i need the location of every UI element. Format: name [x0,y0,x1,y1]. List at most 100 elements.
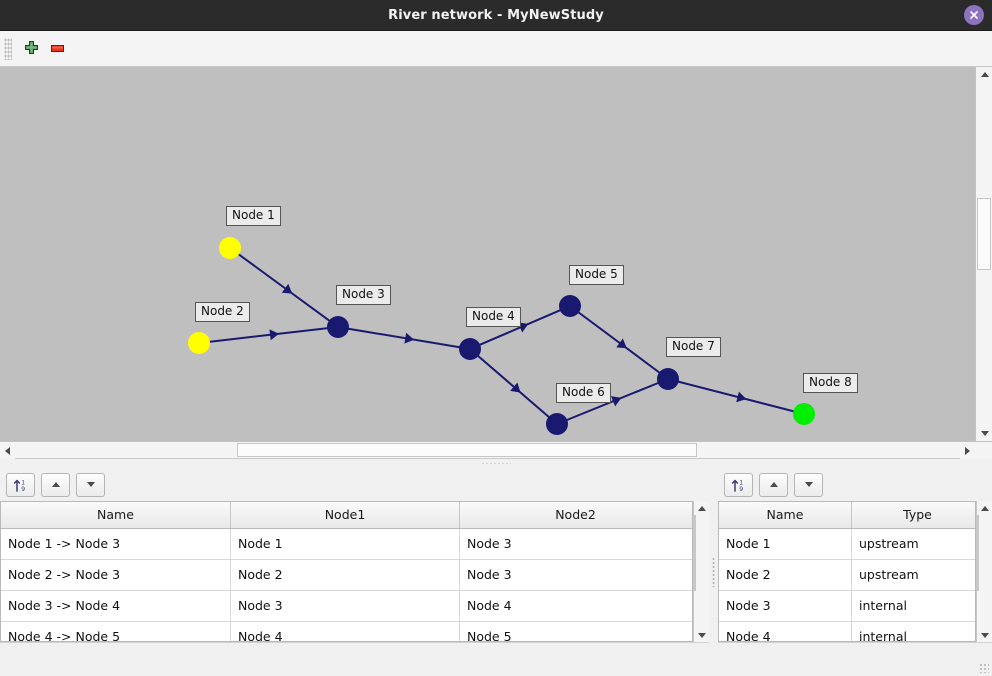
graph-node[interactable] [327,316,349,338]
node-move-up-button[interactable] [759,472,788,497]
table-cell[interactable]: internal [859,629,907,641]
column-header[interactable]: Node1 [231,502,460,528]
scroll-down-button[interactable] [976,426,992,441]
node-label[interactable]: Node 1 [226,206,281,226]
table-cell[interactable]: Node 3 [467,536,512,551]
branch-move-up-button[interactable] [41,472,70,497]
vertical-scroll-track[interactable] [976,82,992,426]
table-cell[interactable]: Node 4 [467,598,512,613]
scroll-up-button[interactable] [977,501,992,515]
table-cell[interactable]: Node 2 [719,560,852,590]
scroll-right-button[interactable] [960,442,975,459]
table-cell[interactable]: Node 4 [719,622,852,641]
network-graph [188,237,815,435]
table-cell[interactable]: Node 1 [719,529,852,559]
graph-edge[interactable] [576,310,662,375]
graph-node[interactable] [459,338,481,360]
branch-sort-button[interactable]: 1 9 [6,472,35,497]
table-cell[interactable]: Node 5 [467,629,512,641]
graph-node[interactable] [559,295,581,317]
toolbar-grip[interactable] [4,37,12,60]
scroll-down-button[interactable] [977,628,992,642]
column-header[interactable]: Name [1,502,231,528]
table-cell[interactable]: Node 2 -> Node 3 [1,560,231,590]
graph-node[interactable] [546,413,568,435]
table-cell[interactable]: Node 3 [719,591,852,621]
graph-edge[interactable] [477,308,563,347]
vertical-scroll-thumb[interactable] [977,515,979,591]
node-table-scrollbar[interactable] [976,501,992,642]
scroll-up-button[interactable] [976,67,992,82]
svg-text:1: 1 [739,479,743,486]
table-cell[interactable]: upstream [859,567,919,582]
table-row[interactable]: Node 1 upstream [719,529,975,560]
node-label[interactable]: Node 2 [195,302,250,322]
node-label[interactable]: Node 3 [336,285,391,305]
triangle-left-icon [5,446,10,455]
graph-edge[interactable] [346,327,462,349]
table-cell[interactable]: Node 1 [231,529,460,559]
table-row[interactable]: Node 2 upstream [719,560,975,591]
vertical-scroll-thumb[interactable] [694,515,696,591]
scroll-down-button[interactable] [694,628,709,642]
table-cell[interactable]: Node 3 [231,591,460,621]
table-cell[interactable]: Node 2 [231,560,460,590]
graph-edge[interactable] [207,327,330,343]
table-cell[interactable]: Node 4 -> Node 5 [1,622,231,641]
column-header[interactable]: Node2 [555,507,596,522]
scroll-up-button[interactable] [694,501,709,515]
horizontal-scroll-thumb[interactable] [237,443,697,457]
branch-table-scrollbar[interactable] [693,501,709,642]
scroll-left-button[interactable] [0,442,15,459]
main-toolbar [0,31,992,67]
table-cell[interactable]: Node 1 -> Node 3 [1,529,231,559]
node-label[interactable]: Node 5 [569,265,624,285]
graph-edge[interactable] [564,381,661,422]
branch-move-down-button[interactable] [76,472,105,497]
close-button[interactable] [964,5,984,25]
node-status-bar [718,642,992,676]
graph-edge[interactable] [676,380,796,413]
column-header[interactable]: Name [719,502,852,528]
node-label[interactable]: Node 4 [466,307,521,327]
vertical-scroll-track[interactable] [977,515,992,628]
node-label[interactable]: Node 7 [666,337,721,357]
add-node-button[interactable] [18,36,44,62]
table-cell[interactable]: Node 3 -> Node 4 [1,591,231,621]
horizontal-splitter[interactable] [0,459,992,468]
canvas-horizontal-scrollbar[interactable] [0,441,992,459]
column-header[interactable]: Type [903,507,932,522]
graph-node[interactable] [657,368,679,390]
table-cell[interactable]: Node 3 [467,567,512,582]
graph-node[interactable] [188,332,210,354]
graph-node[interactable] [219,237,241,259]
add-node-icon [24,41,38,54]
table-row[interactable]: Node 3 internal [719,591,975,622]
node-label[interactable]: Node 6 [556,383,611,403]
canvas-vertical-scrollbar[interactable] [975,67,992,441]
table-row[interactable]: Node 4 internal [719,622,975,641]
graph-node[interactable] [793,403,815,425]
table-cell[interactable]: internal [859,598,907,613]
table-cell[interactable]: upstream [859,536,919,551]
node-label[interactable]: Node 8 [803,373,858,393]
vertical-scroll-thumb[interactable] [977,198,991,270]
graph-edge[interactable] [236,252,332,323]
graph-edge[interactable] [476,354,551,419]
vertical-scroll-track[interactable] [694,515,709,628]
window-resize-grip[interactable] [979,663,989,673]
remove-node-button[interactable] [44,36,70,62]
node-move-down-button[interactable] [794,472,823,497]
vertical-splitter[interactable] [709,468,718,676]
edge-arrow-icon [616,338,627,349]
node-sort-button[interactable]: 1 9 [724,472,753,497]
river-network-canvas[interactable]: Node 1 Node 2 Node 3 Node 4 Node 5 Node 6 Node… [0,67,975,441]
edge-arrow-icon [404,332,415,344]
table-cell[interactable]: Node 4 [231,622,460,641]
horizontal-scroll-track[interactable] [15,442,960,458]
